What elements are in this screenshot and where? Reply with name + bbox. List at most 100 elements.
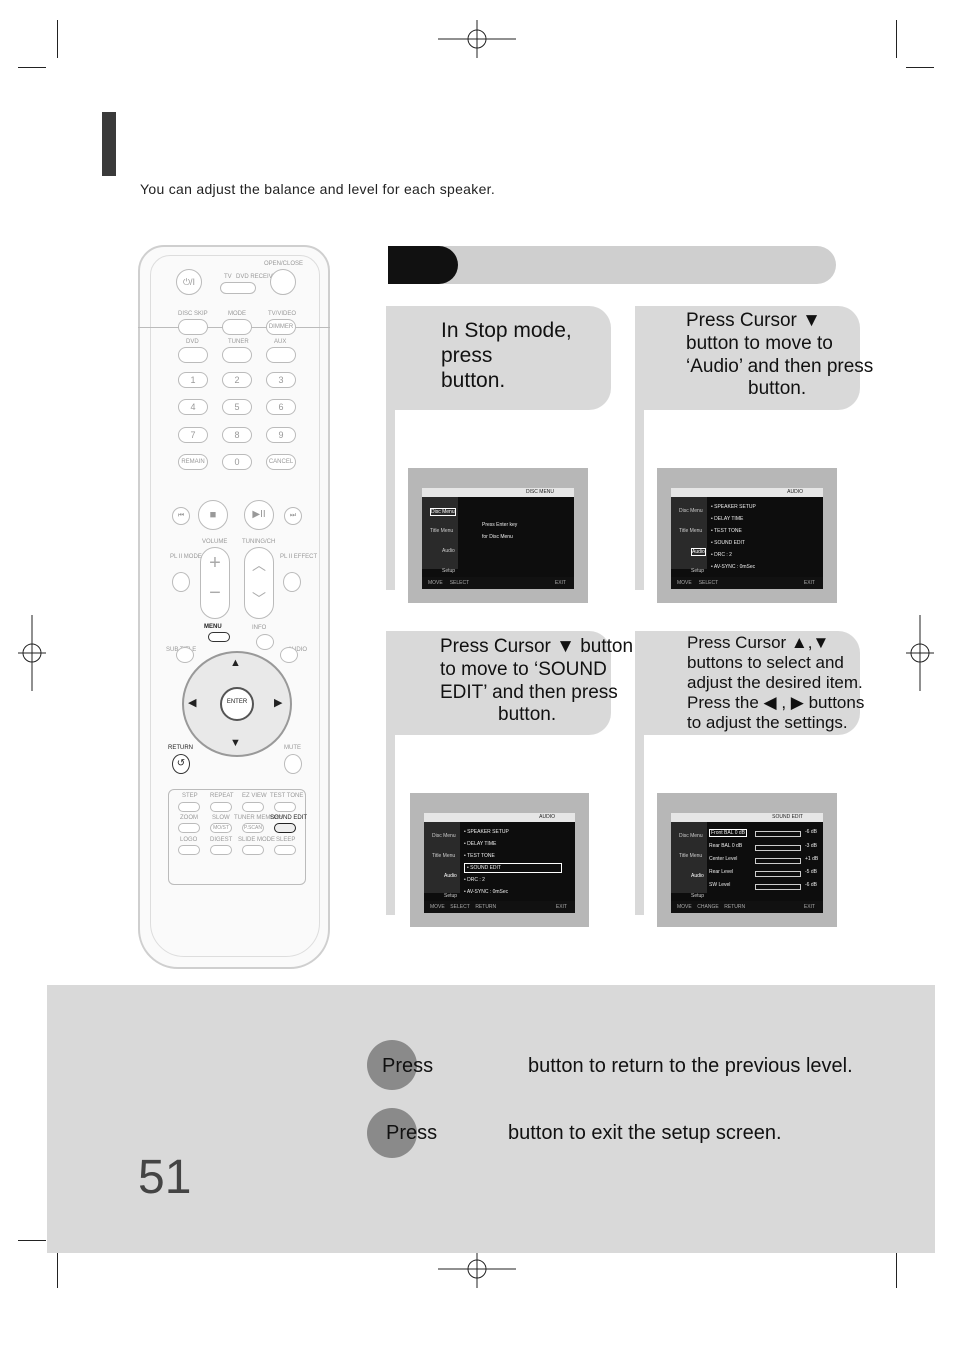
repeat-button[interactable] [210,802,232,812]
pl-mode-label: PL II MODE [170,554,202,560]
previous-icon[interactable]: ⏮ [172,507,190,525]
dimmer-button[interactable]: DIMMER [266,319,296,335]
step-line: to adjust the settings. [687,713,848,733]
open-close-button[interactable] [270,269,296,295]
menu-row: • DELAY TIME [464,841,497,847]
number-button[interactable]: 0 [222,454,252,470]
level-slider [755,845,801,851]
digest-label: DIGEST [210,837,233,843]
sidebar-item: Title Menu [430,528,454,534]
disc-skip-button[interactable] [178,319,208,335]
ez-view-button[interactable] [242,802,264,812]
step-line: Press Cursor ▼ button [440,636,634,657]
cursor-left-icon[interactable]: ◀ [188,697,197,709]
crop-mark [896,1252,897,1288]
aux-label: AUX [274,339,287,345]
level-slider [755,884,801,890]
tv-video-label: TV/VIDEO [268,311,297,317]
audio-button[interactable] [280,647,298,663]
tuner-memory-label: TUNER MEMORY [234,815,284,821]
aux-button[interactable] [266,347,296,363]
screen-sidebar [671,822,707,893]
zoom-button[interactable] [178,823,200,833]
sleep-button[interactable] [274,845,296,855]
play-pause-icon[interactable]: ▶II [244,500,274,530]
p-scan-button[interactable]: P.SCAN [242,823,264,833]
sidebar-item: Title Menu [432,853,456,859]
test-tone-button[interactable] [274,802,296,812]
cursor-down-icon[interactable]: ▼ [230,737,241,749]
pl-mode-button[interactable] [172,572,190,592]
pl-effect-label: PL II EFFECT [280,554,318,560]
volume-rocker[interactable]: +− [200,547,230,619]
pl-effect-button[interactable] [283,572,301,592]
step-panel-2 [644,306,860,410]
tv-dvd-switch[interactable] [220,282,256,294]
footer-select: SELECT [450,904,470,910]
footer-select: SELECT [449,580,470,586]
menu-row: • AV-SYNC : 0mSec [711,564,756,570]
mo-st-button[interactable]: MO/ST [210,823,232,833]
level-value: -6 dB [805,829,817,835]
power-button[interactable]: ⏻/I [176,269,202,295]
registration-mark-icon [438,20,516,58]
step-line: Press Cursor ▼ [686,310,821,331]
tuner-button[interactable] [222,347,252,363]
step-connector-2 [635,306,644,590]
footer-move: MOVE [677,904,692,910]
menu-button[interactable] [208,632,230,642]
number-button[interactable]: 7 [178,427,208,443]
logo-button[interactable] [178,845,200,855]
number-button[interactable]: 9 [266,427,296,443]
step-button[interactable] [178,802,200,812]
number-button[interactable]: 8 [222,427,252,443]
next-icon[interactable]: ⏭ [284,507,302,525]
step-connector-1 [386,306,395,590]
volume-label: VOLUME [202,539,228,545]
cursor-up-icon[interactable]: ▲ [230,657,241,669]
osd-screen-audio: AUDIO Disc Menu Title Menu Audio Setup •… [657,468,837,603]
mute-button[interactable] [284,754,302,774]
level-value: -3 dB [805,843,817,849]
cancel-button[interactable]: CANCEL [266,454,296,470]
subtitle-button[interactable] [176,647,194,663]
level-slider [755,871,801,877]
number-button[interactable]: 6 [266,399,296,415]
step-3-text: Press Cursor ▼ button to move to ‘SOUND … [440,636,633,727]
menu-row: • AV-SYNC : 0mSec [464,889,509,895]
test-tone-label: TEST TONE [270,793,304,799]
step-line: adjust the desired item. [687,673,863,693]
menu-label: MENU [204,624,222,630]
remain-button[interactable]: REMAIN [178,454,208,470]
digest-button[interactable] [210,845,232,855]
enter-button[interactable]: ENTER [220,687,254,721]
level-value: +1 dB [805,856,819,862]
step-line: In Stop mode, [441,319,572,342]
stop-icon[interactable]: ■ [198,500,228,530]
step-line: Press the ◀ , ▶ buttons [687,693,865,713]
slide-mode-button[interactable] [242,845,264,855]
number-button[interactable]: 4 [178,399,208,415]
cursor-right-icon[interactable]: ▶ [274,697,283,709]
screen-footer: MOVE CHANGE RETURN EXIT [671,901,823,913]
level-row-selected: Front BAL 0 dB [709,829,747,837]
note-return-text: button to return to the previous level. [528,1055,853,1077]
number-button[interactable]: 2 [222,372,252,388]
crop-mark [906,67,934,68]
menu-row-selected: • SOUND EDIT [464,863,562,873]
dvd-button[interactable] [178,347,208,363]
sidebar-item: Setup [442,568,456,574]
screen-message: Press Enter key [482,522,518,528]
return-button[interactable]: ↺ [172,754,190,774]
number-button[interactable]: 3 [266,372,296,388]
info-button[interactable] [256,634,274,650]
remote-inner-outline [150,255,320,957]
footer-select: SELECT [698,580,719,586]
tuning-rocker[interactable]: ︿﹀ [244,547,274,619]
sound-edit-button[interactable] [274,823,296,833]
screen-message: for Disc Menu [482,534,513,540]
osd-screen-audio-sound-edit: AUDIO Disc Menu Title Menu Audio Setup •… [410,793,589,927]
number-button[interactable]: 5 [222,399,252,415]
mode-button[interactable] [222,319,252,335]
number-button[interactable]: 1 [178,372,208,388]
